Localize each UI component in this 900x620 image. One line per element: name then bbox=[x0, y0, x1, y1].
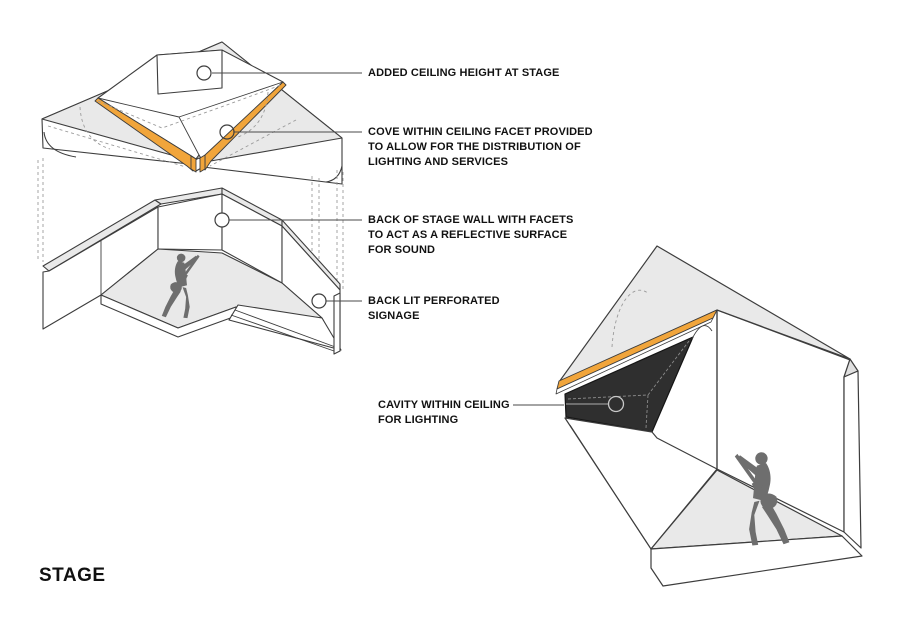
fascia-arc-right bbox=[325, 165, 343, 183]
cove-center-tab-right bbox=[199, 154, 206, 173]
bowl-back-panel bbox=[156, 49, 223, 95]
guitarist-silhouette bbox=[161, 253, 200, 319]
annotation-added-ceiling: ADDED CEILING HEIGHT AT STAGE bbox=[368, 67, 560, 79]
right-wall-band bbox=[843, 370, 862, 549]
wall-arch-curve bbox=[691, 325, 713, 340]
stage-axon-diagram bbox=[42, 187, 342, 355]
callout-circle-signage bbox=[311, 293, 327, 309]
callout-circle-added-ceiling bbox=[196, 65, 212, 81]
callout-circle-back-wall bbox=[214, 212, 230, 228]
stage-perspective-diagram bbox=[555, 245, 863, 587]
lower-trim-inner-line bbox=[569, 424, 648, 544]
ceiling-cove-diagram bbox=[37, 41, 344, 297]
annotation-back-wall: BACK OF STAGE WALL WITH FACETS TO ACT AS… bbox=[368, 214, 574, 256]
cove-right-wing bbox=[204, 81, 287, 171]
callout-circles bbox=[196, 65, 327, 309]
signage-panel bbox=[333, 292, 341, 355]
cavity-hidden-edges bbox=[567, 340, 690, 429]
leader-lines bbox=[212, 72, 564, 406]
annotation-signage: BACK LIT PERFORATED SIGNAGE bbox=[368, 295, 500, 322]
cove-left-wing bbox=[94, 97, 194, 172]
annotation-cove: COVE WITHIN CEILING FACET PROVIDED TO AL… bbox=[368, 126, 593, 168]
hidden-dashed-lines-top bbox=[37, 84, 344, 297]
stage-floor-slab bbox=[650, 535, 863, 587]
callout-circle-cove bbox=[219, 124, 235, 140]
bowl-crease-lines bbox=[97, 81, 284, 156]
cove-strip-lip bbox=[555, 317, 714, 395]
fascia-arc-left bbox=[43, 131, 77, 158]
annotation-cavity: CAVITY WITHIN CEILING FOR LIGHTING bbox=[378, 399, 510, 426]
cove-center-tab-left bbox=[190, 155, 197, 173]
stage-steps-treads bbox=[230, 309, 339, 352]
ceiling-dashed-arch bbox=[611, 289, 650, 348]
guitarist-silhouette-large bbox=[734, 452, 790, 546]
callout-circle-cavity bbox=[607, 395, 625, 413]
sheet-title: STAGE bbox=[39, 565, 106, 586]
